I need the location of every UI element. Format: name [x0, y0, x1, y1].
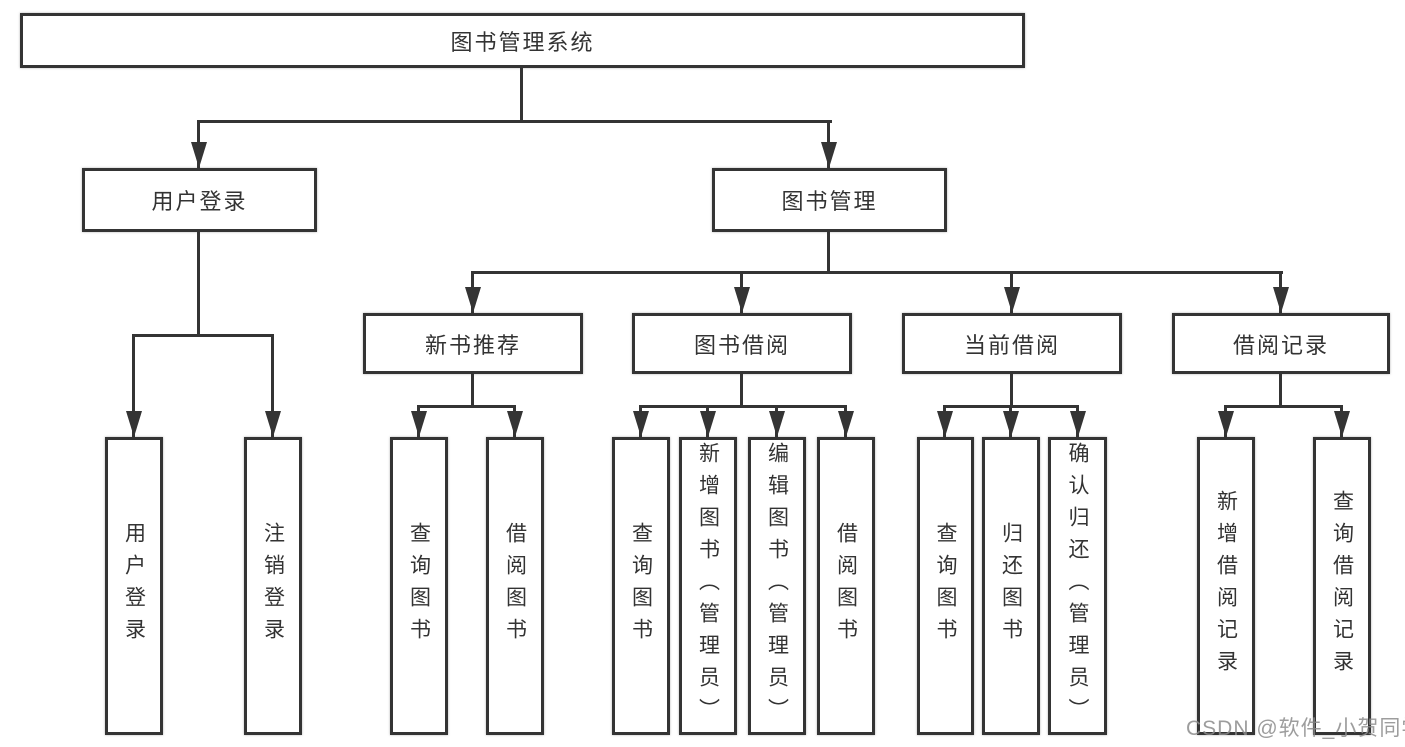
node-label: 归还图书: [999, 522, 1023, 650]
connector-line: [198, 120, 832, 123]
arrow-down-icon: [265, 411, 281, 437]
node-label: 编辑图书（管理员）: [765, 442, 789, 730]
leaf-borrow-books-recommend: 借阅图书: [486, 437, 544, 735]
connector-line: [132, 334, 135, 437]
node-label: 图书管理: [781, 189, 878, 214]
csdn-watermark: CSDN @软件_小贺同学: [1186, 717, 1405, 740]
node-label: 借阅记录: [1232, 332, 1329, 358]
node-label: 查询图书: [407, 522, 431, 650]
leaf-edit-books-admin: 编辑图书（管理员）: [748, 437, 806, 735]
arrow-down-icon: [465, 287, 481, 313]
connector-line: [520, 66, 523, 123]
arrow-down-icon: [838, 411, 854, 437]
leaf-query-books-borrow: 查询图书: [612, 437, 670, 735]
connector-line: [827, 232, 830, 274]
leaf-query-books-current: 查询图书: [917, 437, 974, 735]
node-label: 确认归还（管理员）: [1066, 442, 1090, 730]
leaf-add-books-admin: 新增图书（管理员）: [679, 437, 737, 735]
connector-line: [1224, 405, 1343, 408]
node-current-borrow: 当前借阅: [902, 313, 1122, 374]
node-label: 借阅图书: [503, 522, 527, 650]
connector-line: [740, 374, 743, 408]
leaf-user-login: 用户登录: [105, 437, 163, 735]
arrow-down-icon: [1003, 411, 1019, 437]
arrow-down-icon: [1070, 411, 1086, 437]
node-label: 新增图书（管理员）: [696, 442, 720, 730]
arrow-down-icon: [769, 411, 785, 437]
node-label: 用户登录: [151, 189, 248, 214]
node-book-management: 图书管理: [712, 168, 947, 232]
connector-line: [132, 334, 274, 337]
connector-line: [639, 405, 847, 408]
connector-line: [1010, 374, 1013, 408]
node-label: 用户登录: [122, 522, 146, 650]
arrow-down-icon: [734, 287, 750, 313]
node-book-borrow: 图书借阅: [632, 313, 852, 374]
connector-line: [271, 334, 274, 437]
leaf-return-books: 归还图书: [982, 437, 1040, 735]
node-label: 新增借阅记录: [1214, 490, 1238, 682]
node-new-book-recommend: 新书推荐: [363, 313, 583, 374]
arrow-down-icon: [937, 411, 953, 437]
arrow-down-icon: [126, 411, 142, 437]
leaf-add-borrow-record: 新增借阅记录: [1197, 437, 1255, 735]
node-borrow-records: 借阅记录: [1172, 313, 1390, 374]
arrow-down-icon: [1334, 411, 1350, 437]
leaf-confirm-return-admin: 确认归还（管理员）: [1048, 437, 1107, 735]
connector-line: [417, 405, 516, 408]
node-label: 新书推荐: [424, 332, 521, 358]
arrow-down-icon: [1273, 287, 1289, 313]
arrow-down-icon: [507, 411, 523, 437]
node-label: 查询借阅记录: [1330, 490, 1354, 682]
node-user-login: 用户登录: [82, 168, 317, 232]
node-label: 注销登录: [261, 522, 285, 650]
node-label: 借阅图书: [834, 522, 858, 650]
connector-line: [471, 374, 474, 408]
arrow-down-icon: [1218, 411, 1234, 437]
node-label: 图书借阅: [693, 332, 790, 358]
leaf-logout: 注销登录: [244, 437, 302, 735]
leaf-query-borrow-record: 查询借阅记录: [1313, 437, 1371, 735]
node-label: 图书管理系统: [450, 29, 595, 55]
leaf-borrow-books: 借阅图书: [817, 437, 875, 735]
arrow-down-icon: [633, 411, 649, 437]
leaf-query-books-recommend: 查询图书: [390, 437, 448, 735]
arrow-down-icon: [700, 411, 716, 437]
arrow-down-icon: [821, 142, 837, 168]
connector-line: [471, 271, 1283, 274]
node-label: 当前借阅: [963, 332, 1060, 358]
arrow-down-icon: [1004, 287, 1020, 313]
connector-line: [1279, 374, 1282, 408]
arrow-down-icon: [191, 142, 207, 168]
connector-line: [197, 232, 200, 337]
node-root: 图书管理系统: [20, 13, 1025, 68]
node-label: 查询图书: [629, 522, 653, 650]
arrow-down-icon: [411, 411, 427, 437]
node-label: 查询图书: [934, 522, 958, 650]
